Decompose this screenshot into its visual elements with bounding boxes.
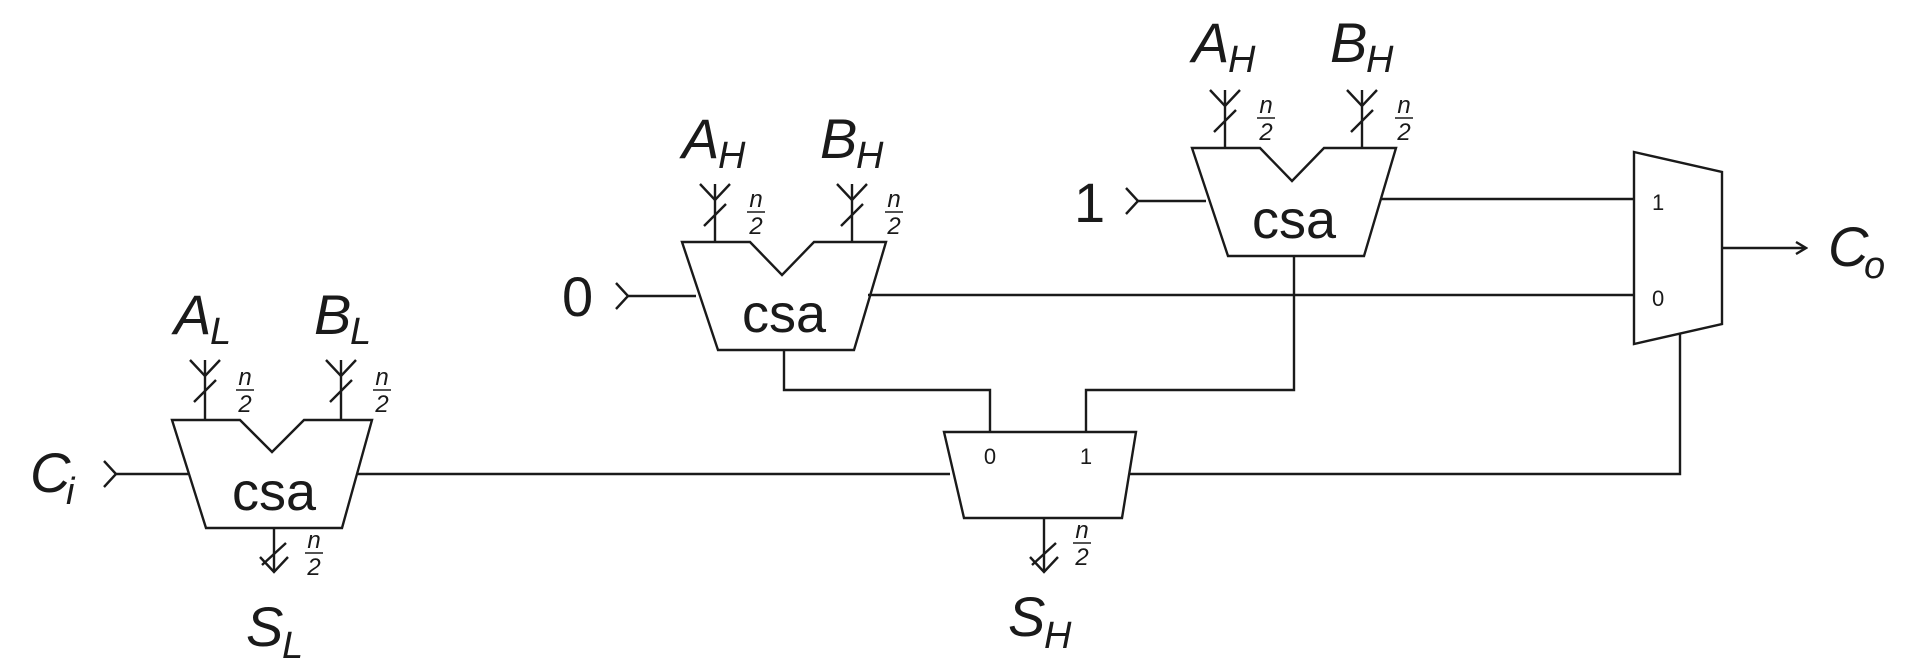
input-a-high0-label: A [679,107,719,170]
input-a-low-sub: L [210,311,231,353]
input-b-high0-label: B [820,107,857,170]
input-b-high1-label: B [1330,11,1367,74]
input-b-high1: B H n 2 [1330,11,1413,148]
carry-out-sub: o [1864,245,1885,287]
carry-out-label: C [1828,215,1869,278]
sum-high-width-den: 2 [1074,544,1088,571]
input-a-high1-width-den: 2 [1258,119,1272,146]
carry-in-zero-label: 0 [562,265,593,328]
sum-high-label: S [1008,585,1045,648]
carry-mux-sel0: 0 [1652,286,1664,311]
input-b-low-sub: L [350,311,371,353]
csa-high1-label: csa [1252,190,1337,250]
input-b-low-width-den: 2 [374,391,388,418]
input-a-high0-width-den: 2 [748,213,762,240]
sum-mux-sel0: 0 [984,444,996,469]
sum-mux: 0 1 [942,430,1138,520]
input-b-low: B L n 2 [314,283,391,420]
sum-high-width-num: n [1075,517,1088,544]
input-b-high0-sub: H [856,135,884,177]
input-b-high1-width-den: 2 [1396,119,1410,146]
input-a-low-width-num: n [238,364,251,391]
carry-in-one-label: 1 [1074,171,1105,234]
input-a-high1-width-num: n [1259,92,1272,119]
input-a-high0: A H n 2 [679,107,765,242]
sum-low-label: S [246,595,283,658]
csa-high0-label: csa [742,284,827,344]
carry-mux-sel1: 1 [1652,190,1664,215]
sum-low-width-den: 2 [306,554,320,581]
input-b-high1-sub: H [1366,39,1394,81]
interconnect-wires [358,197,1682,476]
input-a-high0-width-num: n [749,186,762,213]
input-a-high1-sub: H [1228,39,1256,81]
carry-mux: 1 0 [1632,150,1724,346]
input-b-low-label: B [314,283,351,346]
sum-low-sub: L [282,625,303,667]
sum-low-width-num: n [307,527,320,554]
input-b-low-width-num: n [375,364,388,391]
carry-in-sub: i [66,471,76,513]
carry-in-zero: 0 [562,265,696,328]
carry-in-one: 1 [1074,171,1206,234]
csa-low-label: csa [232,462,317,522]
input-b-high0-width-num: n [887,186,900,213]
input-b-high1-width-num: n [1397,92,1410,119]
carry-in-label: C [30,441,71,504]
csa-low-block: csa [170,418,374,530]
input-b-high0-width-den: 2 [886,213,900,240]
sum-low-output: n 2 S L [246,527,323,667]
input-a-high1: A H n 2 [1189,11,1275,148]
input-a-low: A L n 2 [171,283,254,420]
input-a-low-label: A [171,283,211,346]
sum-high-sub: H [1044,615,1072,657]
sum-mux-sel1: 1 [1080,444,1092,469]
input-a-low-width-den: 2 [237,391,251,418]
sum-high-output: n 2 S H [1008,517,1091,657]
csa-high0-block: csa [680,240,888,352]
input-b-high0: B H n 2 [820,107,903,242]
carry-in: C i [30,441,188,513]
csa-high1-block: csa [1190,146,1398,258]
input-a-high0-sub: H [718,135,746,177]
input-a-high1-label: A [1189,11,1229,74]
carry-out: C o [1722,215,1885,287]
